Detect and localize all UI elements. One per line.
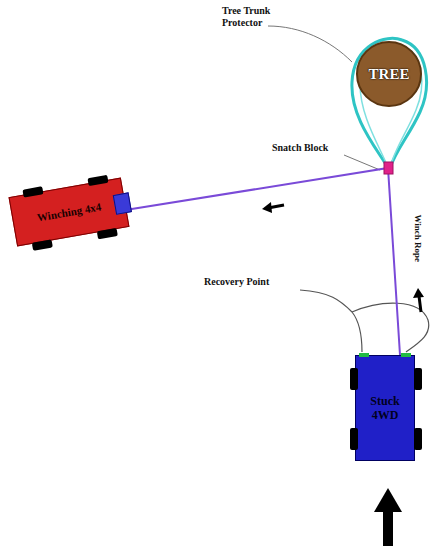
wheel	[32, 239, 53, 250]
arrowhead	[262, 202, 272, 213]
wheel	[87, 175, 108, 186]
recovery-point	[359, 353, 369, 357]
leader-line	[344, 155, 380, 170]
winching-vehicle: Winching 4x4	[9, 177, 130, 246]
wheel	[414, 428, 422, 450]
part-label: Tree Trunk Protector	[222, 5, 280, 28]
wheel	[414, 368, 422, 390]
arrowhead	[413, 288, 424, 298]
tree-label: TREE	[369, 66, 410, 83]
winch	[113, 192, 132, 214]
leader-line	[300, 290, 362, 352]
big-arrow	[383, 510, 393, 546]
trunk-protector	[352, 38, 427, 168]
recovery-point	[401, 353, 411, 357]
leader-line	[268, 26, 352, 62]
wheel	[350, 368, 358, 390]
part-label: Recovery Point	[204, 276, 304, 288]
direction-arrow	[419, 296, 421, 312]
wheel	[22, 186, 43, 197]
leader-line	[352, 303, 429, 352]
tree-circle: TREE	[356, 41, 422, 107]
wheel	[350, 428, 358, 450]
winch-rope	[125, 168, 400, 355]
big-arrow-head	[374, 488, 402, 512]
vehicle-label: Stuck 4WD	[362, 394, 408, 423]
snatch-block	[384, 162, 393, 174]
wheel	[97, 228, 118, 239]
vehicle-label: Winching 4x4	[36, 200, 102, 223]
rope-label: Winch Rope	[413, 214, 423, 262]
stuck-vehicle: Stuck 4WD	[355, 355, 415, 461]
part-label: Snatch Block	[272, 142, 352, 154]
